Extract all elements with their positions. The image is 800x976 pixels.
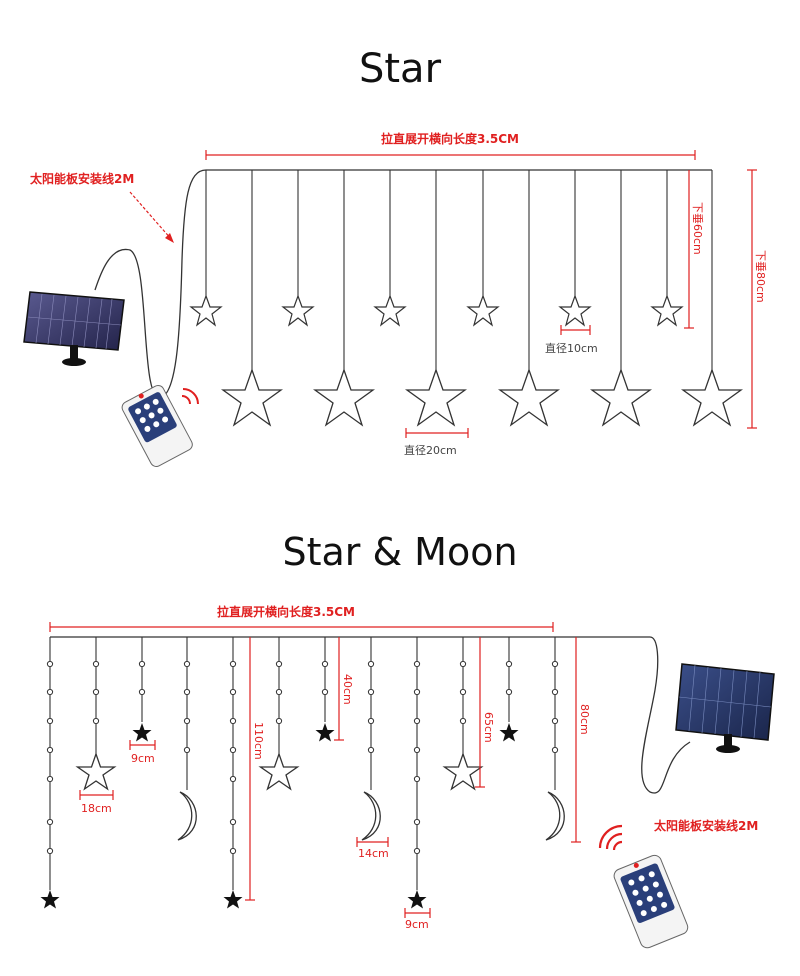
filled-star-4 [315,723,335,742]
solar-cable-2 [641,636,691,794]
big-star-5 [589,368,653,427]
label-110cm: 110cm [252,722,265,760]
label-18cm: 18cm [81,802,112,815]
label-9cm-a: 9cm [131,752,155,765]
cable-arrow-head [165,233,174,243]
solar-cable [94,169,207,399]
width-dimension-2 [49,622,554,632]
big-star-2 [312,368,376,427]
filled-star-6 [499,723,519,742]
star-moon-section: 拉直展开横向长度3.5CM 太阳能板安装线2M [40,604,775,949]
filled-star-1 [40,890,60,909]
moons [177,791,565,841]
big-star-diameter-label: 直径20cm [404,443,457,457]
outline-star-3 [442,752,484,791]
small-star-4 [466,294,500,327]
filled-star-3 [223,890,243,909]
moon-3 [545,791,565,841]
remote-control [121,385,193,467]
signal-icon [181,388,199,405]
width-dimension [205,150,696,160]
drop-long-label: 下垂80cm [754,250,767,303]
star-section: 拉直展开横向长度3.5CM 太阳能板安装线2M [23,131,767,467]
filled-stars [40,723,519,909]
drop-dimensions [684,169,757,429]
section-title-star-moon: Star & Moon [282,530,518,574]
remote-control-2 [613,854,689,949]
diameter-dimensions [405,325,591,438]
label-40cm: 40cm [341,674,354,705]
big-star-4 [497,368,561,427]
small-stars [189,294,684,327]
big-star-6 [680,368,744,427]
big-star-1 [220,368,284,427]
small-star-diameter-label: 直径10cm [545,341,598,355]
label-14cm: 14cm [358,847,389,860]
outline-star-2 [258,752,300,791]
big-star-3 [404,368,468,427]
small-star-2 [281,294,315,327]
label-9cm-b: 9cm [405,918,429,931]
cable-label-2: 太阳能板安装线2M [654,818,758,833]
solar-panel-2 [675,663,775,753]
big-stars [220,368,744,427]
label-65cm: 65cm [482,712,495,743]
outline-stars [75,752,484,791]
moon-strings [49,637,556,890]
small-star-6 [650,294,684,327]
small-star-5 [558,294,592,327]
star-strings [205,170,713,372]
label-80cm: 80cm [578,704,591,735]
drop-short-label: 下垂60cm [691,202,704,255]
width-label: 拉直展开横向长度3.5CM [381,131,519,146]
solar-panel [23,291,125,366]
bulbs [46,660,559,855]
signal-icon-2 [598,824,623,851]
filled-star-5 [407,890,427,909]
section-title-star: Star [358,46,442,92]
moon-dimensions [79,637,581,918]
cable-arrow [129,191,173,241]
moon-1 [177,791,197,841]
small-star-1 [189,294,223,327]
width-label-2: 拉直展开横向长度3.5CM [217,604,355,619]
small-star-3 [373,294,407,327]
moon-2 [361,791,381,841]
cable-label: 太阳能板安装线2M [30,171,134,186]
filled-star-2 [132,723,152,742]
outline-star-1 [75,752,117,791]
